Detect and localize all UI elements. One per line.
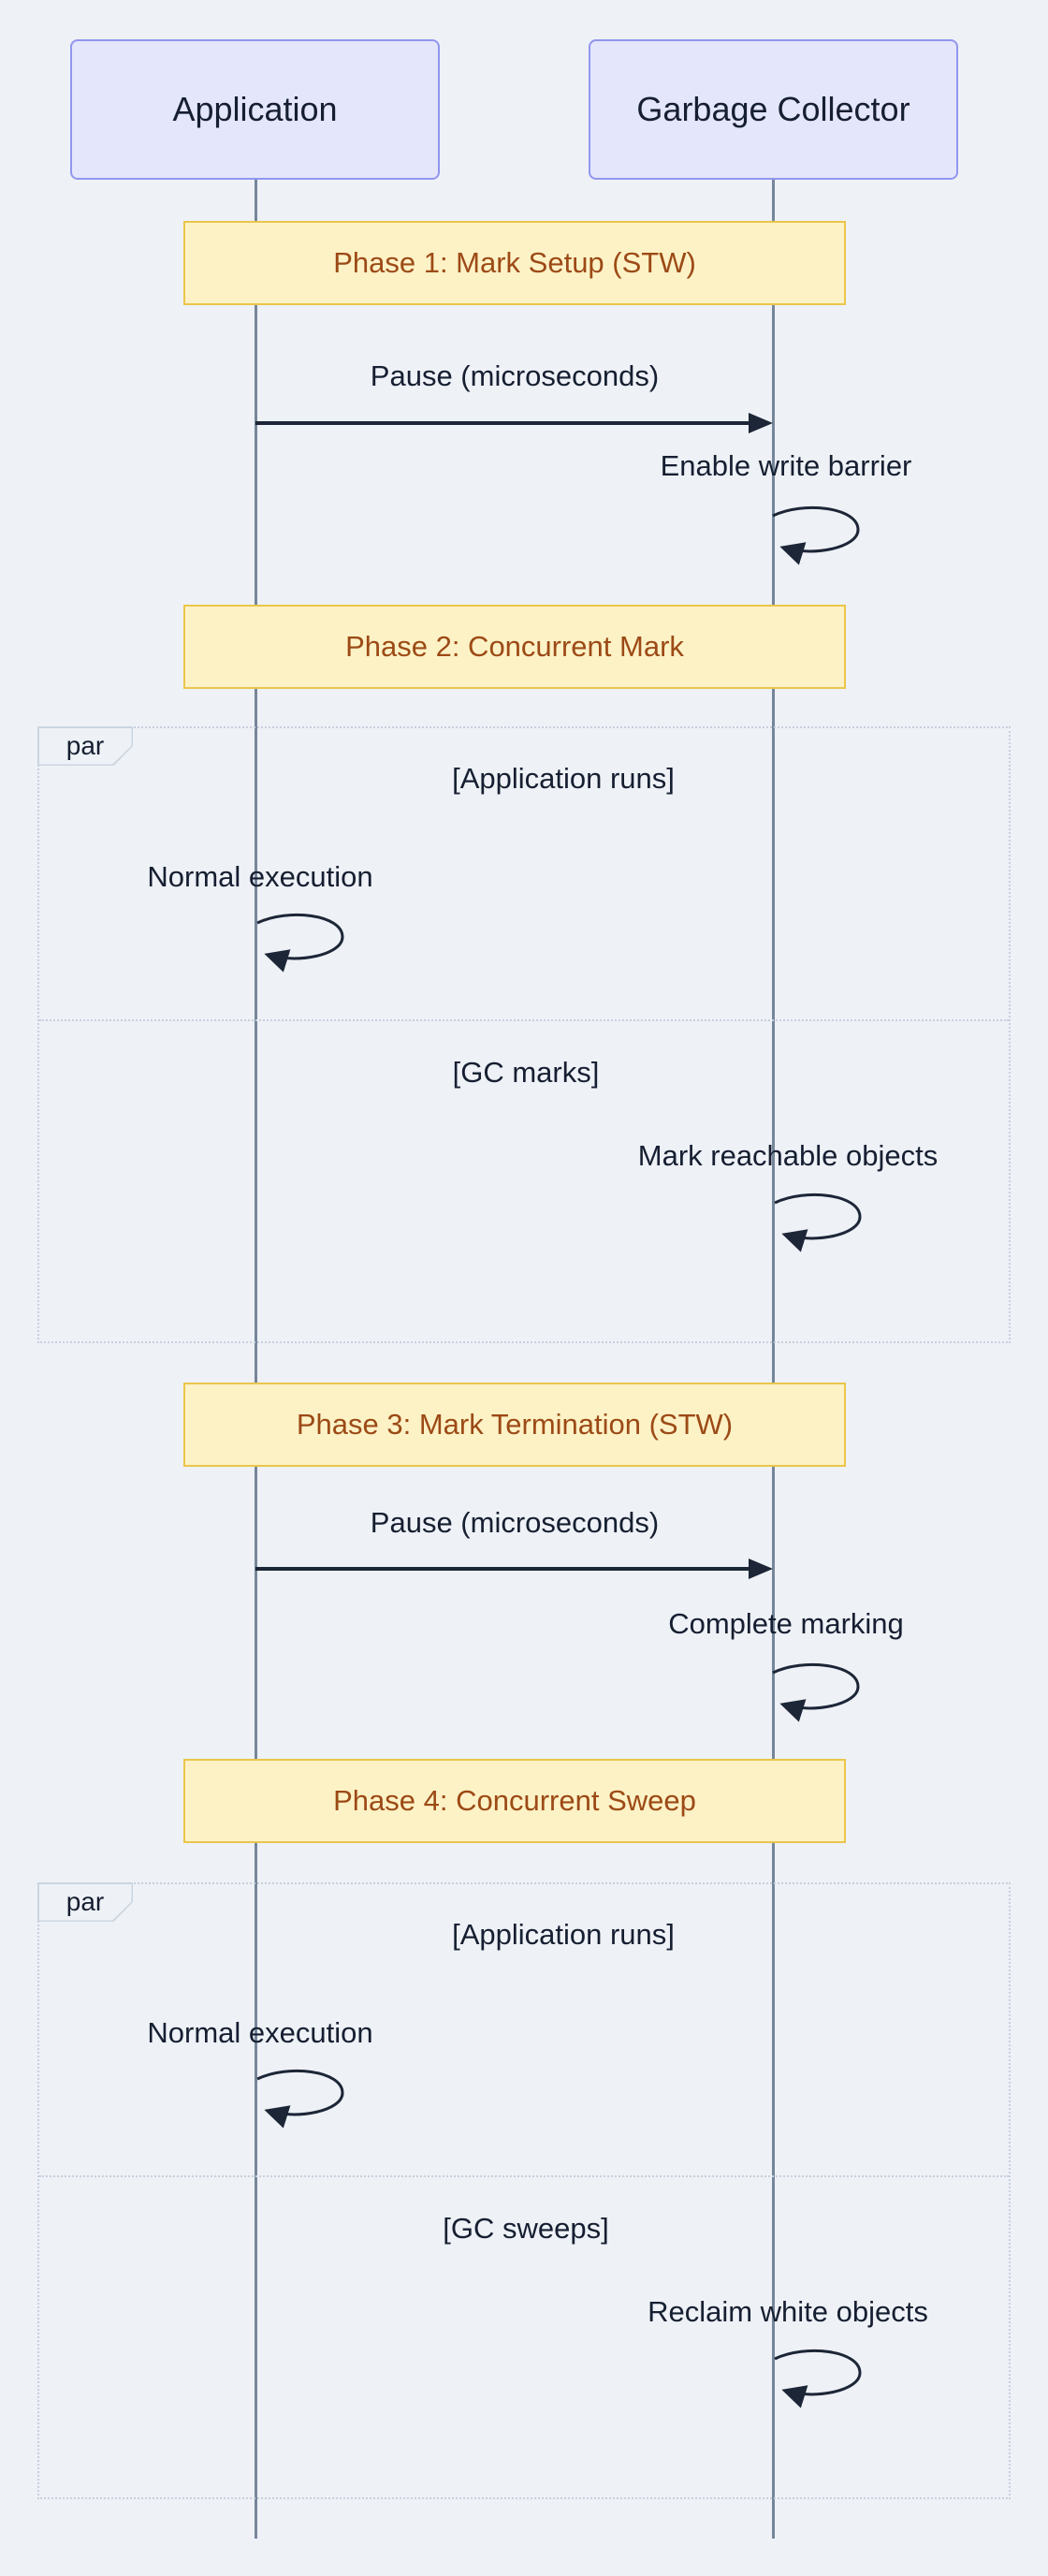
self-loop-arrow-icon — [772, 505, 860, 565]
par-label-frame-2: par — [37, 1882, 133, 1922]
par-condition-gc-sweeps: [GC sweeps] — [443, 2212, 609, 2245]
par-condition-gc-marks: [GC marks] — [452, 1056, 600, 1089]
lifeline-application — [255, 180, 257, 2539]
message-arrowhead-icon-2 — [749, 1559, 773, 1579]
note-phase-2-label: Phase 2: Concurrent Mark — [345, 630, 684, 663]
par-condition-application-runs-2: [Application runs] — [452, 1918, 675, 1951]
self-loop-arrow-icon — [774, 2349, 862, 2408]
actor-label-garbage-collector: Garbage Collector — [636, 90, 910, 128]
message-arrowhead-icon-1 — [749, 413, 773, 433]
actor-box-application: Application — [70, 39, 440, 180]
note-phase-3: Phase 3: Mark Termination (STW) — [183, 1383, 846, 1467]
self-loop-arrow-icon — [256, 2069, 344, 2129]
message-arrow-line-1 — [255, 421, 750, 425]
actor-label-application: Application — [172, 90, 338, 128]
message-label-pause-2: Pause (microseconds) — [370, 1506, 660, 1539]
self-message-label-enable-write-barrier: Enable write barrier — [660, 449, 912, 482]
message-arrow-line-2 — [255, 1567, 750, 1571]
self-message-label-mark-reachable-objects: Mark reachable objects — [637, 1139, 939, 1172]
note-phase-4-label: Phase 4: Concurrent Sweep — [333, 1784, 696, 1817]
note-phase-1-label: Phase 1: Mark Setup (STW) — [333, 246, 696, 279]
lifeline-garbage-collector — [772, 180, 775, 2539]
self-message-label-normal-execution-2: Normal execution — [147, 2016, 373, 2049]
message-label-pause-1: Pause (microseconds) — [370, 359, 660, 392]
par-keyword-2: par — [38, 1883, 132, 1921]
self-message-label-complete-marking: Complete marking — [668, 1607, 904, 1640]
self-loop-arrow-icon — [772, 1662, 860, 1722]
note-phase-3-label: Phase 3: Mark Termination (STW) — [296, 1408, 734, 1441]
self-loop-arrow-icon — [256, 913, 344, 973]
par-block-1: par [Application runs] Normal execution … — [37, 726, 1011, 1343]
note-phase-2: Phase 2: Concurrent Mark — [183, 605, 846, 689]
self-message-label-reclaim-white-objects: Reclaim white objects — [648, 2295, 928, 2328]
self-loop-arrow-icon — [774, 1193, 862, 1252]
par-block-2: par [Application runs] Normal execution … — [37, 1882, 1011, 2499]
par-section-divider-1 — [39, 1019, 1009, 1021]
par-section-divider-2 — [39, 2175, 1009, 2177]
par-label-frame-1: par — [37, 726, 133, 766]
note-phase-4: Phase 4: Concurrent Sweep — [183, 1759, 846, 1843]
note-phase-1: Phase 1: Mark Setup (STW) — [183, 221, 846, 305]
self-message-label-normal-execution-1: Normal execution — [147, 860, 373, 893]
actor-box-garbage-collector: Garbage Collector — [589, 39, 958, 180]
par-condition-application-runs-1: [Application runs] — [452, 762, 675, 795]
par-keyword-1: par — [38, 727, 132, 765]
